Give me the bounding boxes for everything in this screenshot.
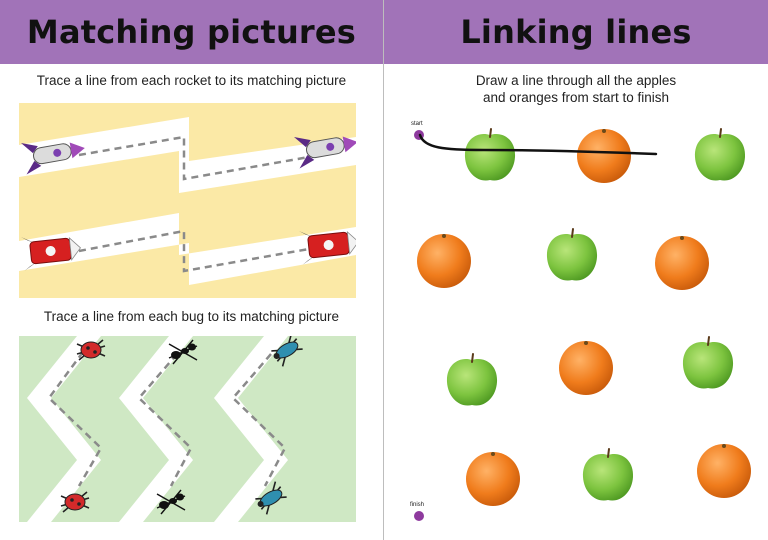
rocket-path-top [19, 117, 356, 193]
bug-path-1 [27, 336, 101, 522]
rocket-icon [21, 142, 85, 175]
bug-maze [19, 336, 356, 522]
rocket-panel [19, 103, 356, 298]
orange-icon [463, 448, 523, 508]
right-header: Linking lines [384, 0, 768, 64]
rocket-icon [21, 236, 81, 271]
bug-instruction: Trace a line from each bug to its matchi… [43, 309, 340, 324]
finish-label: finish [410, 502, 425, 508]
ant-icon [156, 489, 186, 515]
bug-trace-2 [137, 353, 193, 487]
rocket-icon [299, 230, 356, 265]
left-header: Matching pictures [0, 0, 383, 64]
orange-icon [574, 125, 634, 185]
rocket-trace-bottom [78, 229, 310, 273]
page-title-linking: Linking lines [460, 13, 692, 51]
left-page: Matching pictures Trace a line from each… [0, 0, 384, 540]
apple-icon [678, 333, 738, 393]
ant-icon [168, 339, 198, 365]
bug-trace-1 [47, 351, 103, 487]
right-page: Linking lines Draw a line through all th… [384, 0, 768, 540]
rocket-path-bottom [19, 213, 356, 285]
start-label: start [411, 121, 423, 127]
drawn-line [418, 133, 658, 156]
fruit-instruction-line2: and oranges from start to finish [482, 90, 670, 105]
orange-icon [556, 337, 616, 397]
rocket-icon [294, 136, 356, 169]
apple-icon [542, 225, 602, 285]
ladybug-icon [76, 339, 106, 361]
orange-icon [414, 230, 474, 290]
apple-icon [578, 445, 638, 505]
bug-trace-3 [231, 353, 287, 487]
fruit-instruction-line1: Draw a line through all the apples [475, 73, 677, 88]
beetle-icon [271, 336, 303, 367]
rocket-trace-top [78, 135, 310, 181]
beetle-icon [255, 481, 287, 515]
apple-icon [690, 125, 750, 185]
bug-panel [19, 336, 356, 522]
rocket-instruction: Trace a line from each rocket to its mat… [36, 73, 347, 88]
rocket-maze [19, 103, 356, 298]
apple-icon [460, 125, 520, 185]
ladybug-icon [60, 491, 90, 513]
bug-path-2 [119, 336, 193, 522]
orange-icon [694, 440, 754, 500]
page-title-matching: Matching pictures [26, 13, 357, 51]
finish-dot [414, 511, 424, 521]
apple-icon [442, 350, 502, 410]
fruit-grid [384, 0, 768, 540]
orange-icon [652, 232, 712, 292]
